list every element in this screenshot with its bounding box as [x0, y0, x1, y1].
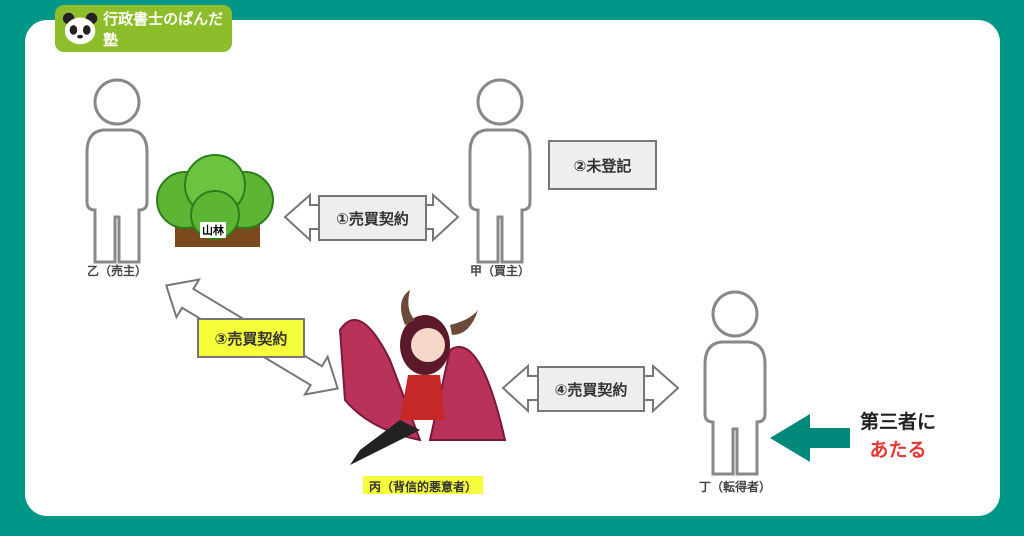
- unregistered-label: ②未登記: [548, 140, 657, 190]
- callout-line2: あたる: [869, 439, 927, 461]
- highlight-hei: [363, 476, 483, 494]
- teal-arrow-icon: [770, 414, 850, 462]
- contract-1-label: ①売買契約: [318, 195, 427, 241]
- person-hei-label: 丙（背信的悪意者）: [368, 480, 478, 494]
- tree-label: 山林: [200, 222, 226, 238]
- devil-illustration: [338, 290, 507, 465]
- person-otsu-label: 乙（売主）: [86, 264, 148, 278]
- panda-icon: [62, 12, 98, 44]
- person-tei-icon: [703, 290, 767, 476]
- contract-3-label: ③売買契約: [197, 318, 305, 358]
- person-otsu-icon: [85, 78, 149, 264]
- third-party-callout: 第三者に あたる: [860, 408, 936, 464]
- contract-4-label: ④売買契約: [537, 366, 645, 412]
- person-ko-icon: [468, 78, 532, 264]
- person-tei-label: 丁（転得者）: [698, 480, 772, 494]
- person-ko-label: 甲（買主）: [469, 264, 531, 278]
- logo: 行政書士のぱんだ塾: [55, 5, 232, 52]
- callout-line1: 第三者に: [860, 411, 937, 433]
- logo-text: 行政書士のぱんだ塾: [103, 9, 224, 49]
